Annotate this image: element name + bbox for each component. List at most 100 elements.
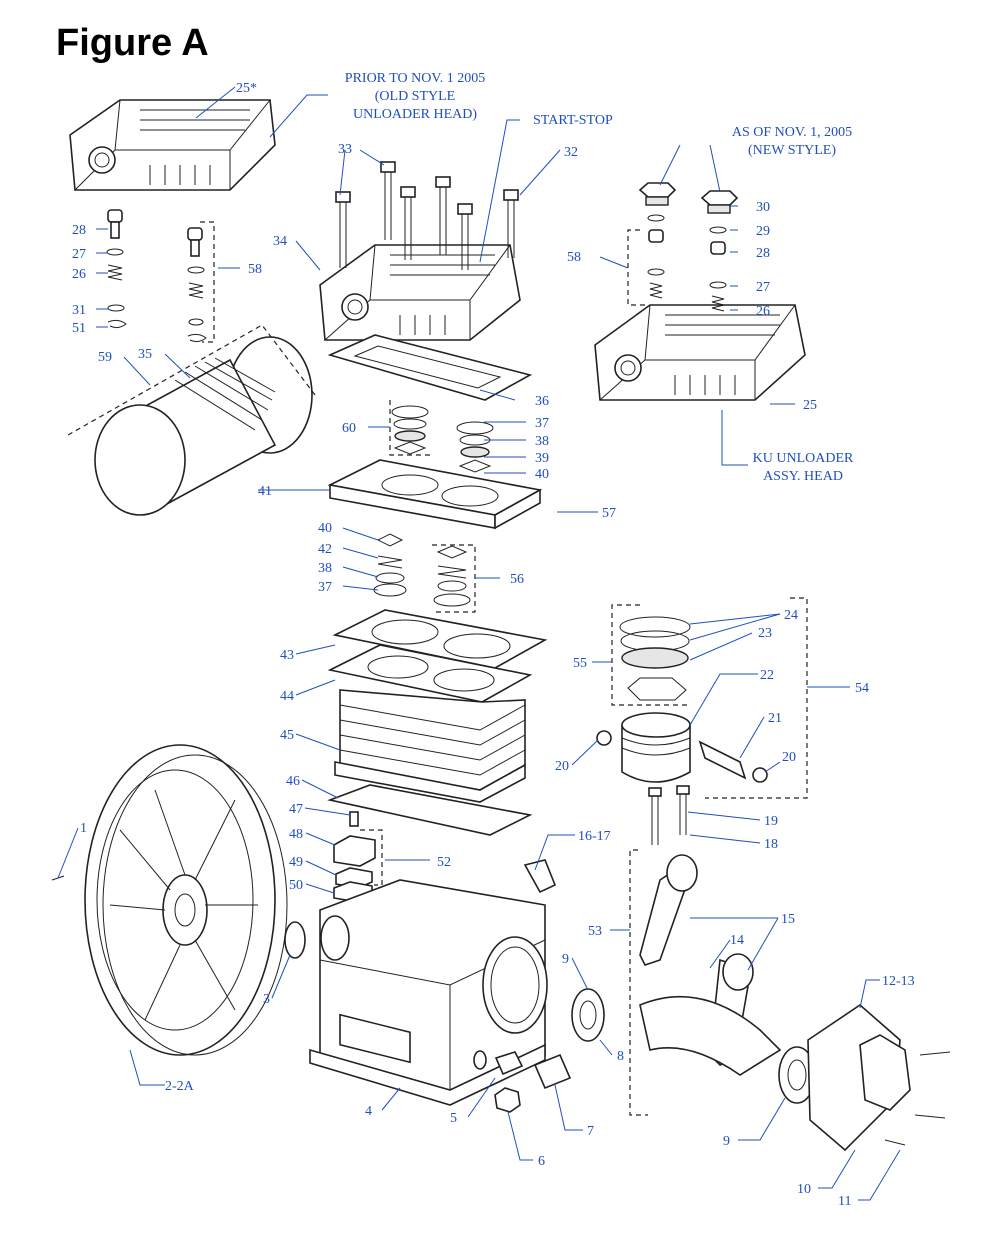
- callout-label: 40: [318, 521, 332, 536]
- callout-label: 28: [72, 223, 86, 238]
- callout-label: 26: [756, 304, 770, 319]
- callout-label: 36: [535, 394, 549, 409]
- callout-label: 30: [756, 200, 770, 215]
- callout-label: 50: [289, 878, 303, 893]
- note-new-style-line2: (NEW STYLE): [748, 143, 836, 158]
- note-ku-unloader-line2: ASSY. HEAD: [763, 469, 843, 484]
- drain-parts: [473, 1050, 572, 1113]
- callout-label: 51: [72, 321, 86, 336]
- callout-label: 56: [510, 572, 524, 587]
- bearings-seals: [284, 921, 951, 1152]
- callout-label: 18: [764, 837, 778, 852]
- callout-label: 9: [723, 1134, 730, 1149]
- callout-label: 60: [342, 421, 356, 436]
- callout-label: 21: [768, 711, 782, 726]
- callout-label: 52: [437, 855, 451, 870]
- old-style-head: [69, 99, 276, 191]
- callout-label: 12-13: [882, 974, 915, 989]
- callout-label: 41: [258, 484, 272, 499]
- callout-label: 54: [855, 681, 869, 696]
- valve-plate: [327, 459, 543, 530]
- new-style-head: [594, 182, 806, 401]
- callout-label: 23: [758, 626, 772, 641]
- callout-label: 20: [555, 759, 569, 774]
- callout-label: 37: [318, 580, 332, 595]
- note-old-style-line2: (OLD STYLE: [375, 89, 456, 104]
- callout-label: 2-2A: [165, 1079, 195, 1094]
- figure-title: Figure A: [56, 22, 209, 64]
- start-stop-head: [319, 161, 521, 341]
- breather-parts: [333, 811, 383, 903]
- callout-label: 19: [764, 814, 778, 829]
- cylinder-assembly: [327, 609, 548, 836]
- note-ku-unloader-line1: KU UNLOADER: [753, 451, 854, 466]
- callout-label: 47: [289, 802, 303, 817]
- gasket-36: [327, 334, 533, 401]
- callout-label: 10: [797, 1182, 811, 1197]
- leader-lines: [57, 86, 901, 1201]
- callout-label: 37: [535, 416, 549, 431]
- crankcase: [309, 859, 557, 1106]
- connecting-rods: [629, 785, 782, 1116]
- callout-label: 4: [365, 1104, 372, 1119]
- callout-label: 26: [72, 267, 86, 282]
- left-valve-parts: [106, 209, 215, 343]
- callout-label: 29: [756, 224, 770, 239]
- callout-label: 27: [756, 280, 770, 295]
- part-drawings: [51, 99, 951, 1152]
- callout-label: 33: [338, 142, 352, 157]
- callout-label: 38: [318, 561, 332, 576]
- callout-label: 5: [450, 1111, 457, 1126]
- callout-label: 43: [280, 648, 294, 663]
- note-old-style-line3: UNLOADER HEAD): [353, 107, 477, 122]
- note-old-style-line1: PRIOR TO NOV. 1 2005: [345, 71, 485, 86]
- callout-label: 39: [535, 451, 549, 466]
- note-new-style-line1: AS OF NOV. 1, 2005: [732, 125, 852, 140]
- callout-label: 45: [280, 728, 294, 743]
- callout-label: 32: [564, 145, 578, 160]
- callout-label: 25*: [236, 81, 257, 96]
- callout-label: 46: [286, 774, 300, 789]
- note-start-stop: START-STOP: [533, 113, 613, 128]
- callout-label: 34: [273, 234, 287, 249]
- callout-label: 6: [538, 1154, 545, 1169]
- callout-label: 22: [760, 668, 774, 683]
- callout-label: 38: [535, 434, 549, 449]
- callout-label: 16-17: [578, 829, 611, 844]
- upper-valve-parts: [389, 400, 494, 473]
- callout-label: 27: [72, 247, 86, 262]
- piston-group: [596, 597, 808, 799]
- callout-label: 42: [318, 542, 332, 557]
- flywheel: [51, 744, 288, 1056]
- callout-label: 8: [617, 1049, 624, 1064]
- callout-label: 40: [535, 467, 549, 482]
- callout-label: 59: [98, 350, 112, 365]
- callout-label: 35: [138, 347, 152, 362]
- callout-label: 3: [263, 992, 270, 1007]
- callout-label: 7: [587, 1124, 594, 1139]
- callout-label: 53: [588, 924, 602, 939]
- callout-label: 49: [289, 855, 303, 870]
- callout-label: 9: [562, 952, 569, 967]
- callout-label: 25: [803, 398, 817, 413]
- callout-label: 14: [730, 933, 744, 948]
- callout-label: 55: [573, 656, 587, 671]
- callout-label: 15: [781, 912, 795, 927]
- callout-label: 24: [784, 608, 798, 623]
- callout-label: 58: [567, 250, 581, 265]
- callout-label: 28: [756, 246, 770, 261]
- callout-label: 20: [782, 750, 796, 765]
- callout-label: 57: [602, 506, 616, 521]
- air-filter: [67, 324, 316, 516]
- notes: PRIOR TO NOV. 1 2005 (OLD STYLE UNLOADER…: [345, 71, 854, 484]
- callout-label: 31: [72, 303, 86, 318]
- callout-label: 58: [248, 262, 262, 277]
- callout-label: 48: [289, 827, 303, 842]
- lower-valve-parts: [373, 533, 476, 613]
- callout-label: 1: [80, 821, 87, 836]
- callout-label: 11: [838, 1194, 851, 1209]
- callout-label: 44: [280, 689, 294, 704]
- callout-labels: 25* 33 32 30 29 28 27 26 31 51 58 34 58 …: [72, 81, 915, 1209]
